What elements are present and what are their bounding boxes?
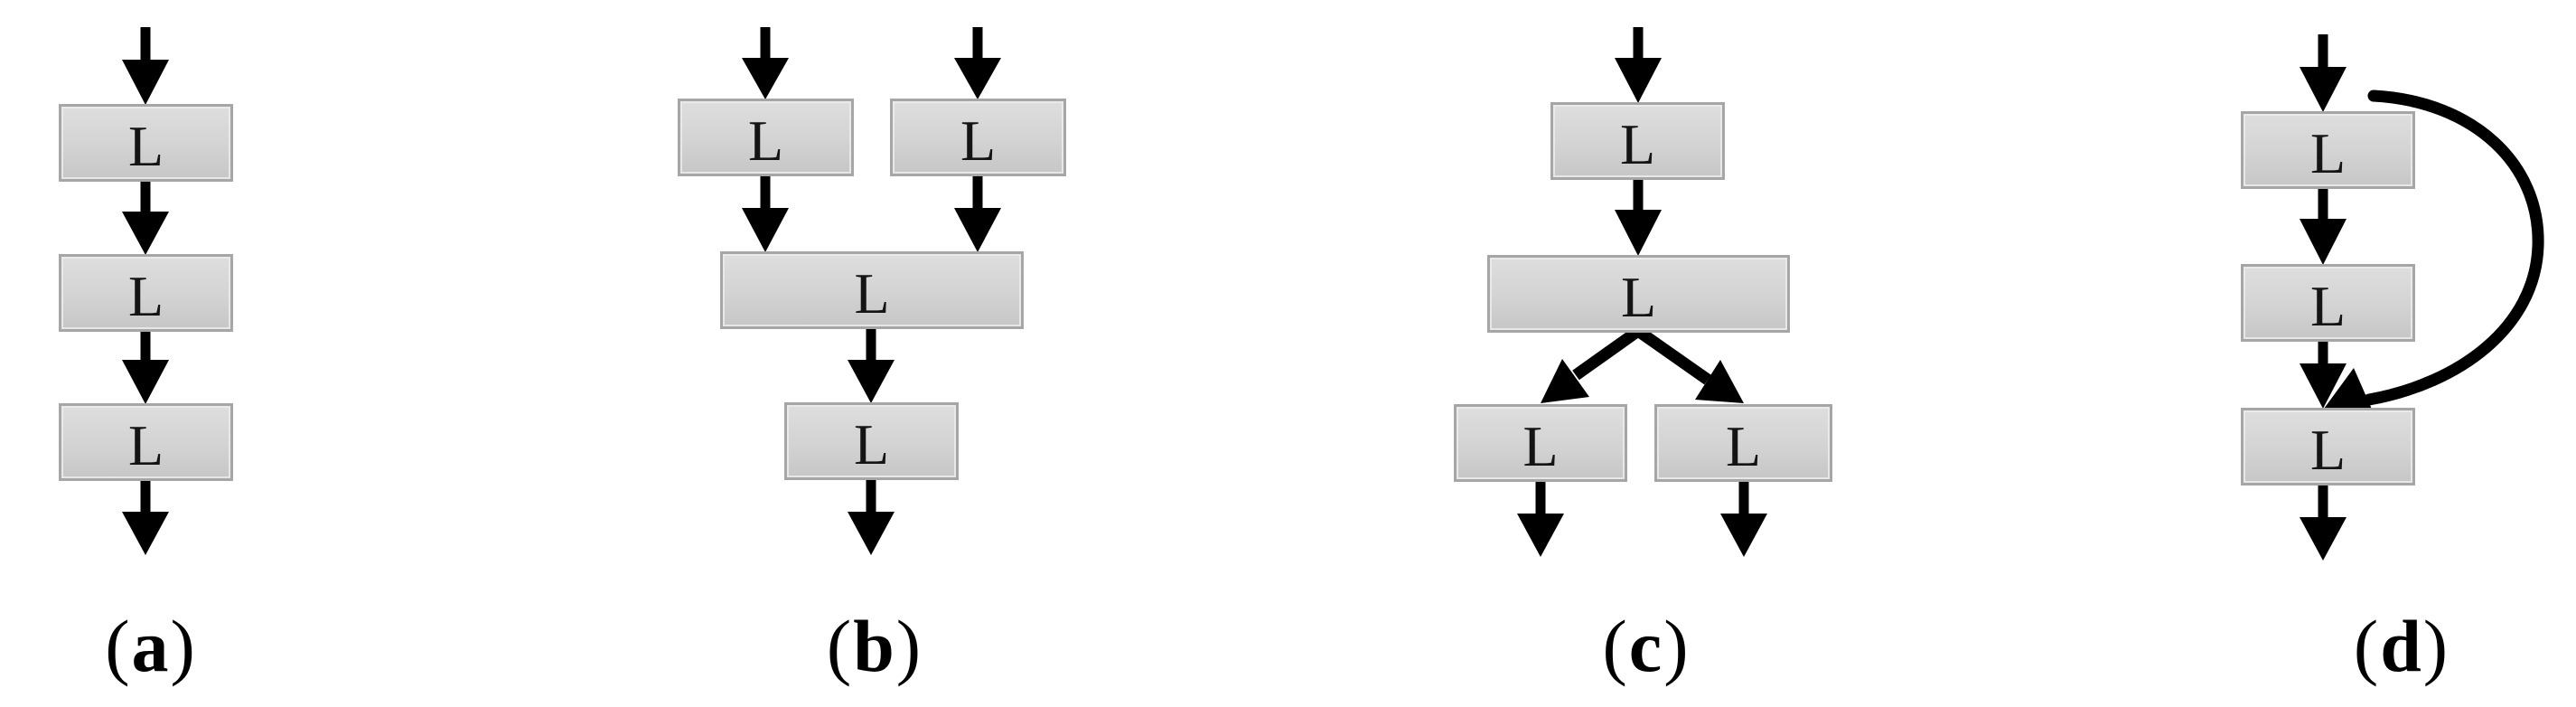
panel-a-caption-letter: a: [131, 605, 171, 687]
panel-b-caption-letter: b: [853, 605, 896, 687]
panel-d-caption-open: (: [2353, 605, 2381, 687]
panel-b-arrow-wide-to-l4-icon: [848, 329, 895, 403]
panel-b-caption-close: ): [895, 605, 923, 687]
panel-a-input-arrow-icon: [122, 27, 169, 105]
panel-d-layer-box-3: L: [2241, 408, 2415, 485]
panel-b-caption: (b): [766, 605, 983, 687]
panel-a-layer-box-2: L: [59, 254, 233, 332]
panel-b-input-arrow-left-icon: [742, 27, 789, 99]
panel-c-caption-close: ): [1663, 605, 1691, 687]
panel-b-caption-open: (: [826, 605, 854, 687]
panel-b-layer-box-bottom: L: [784, 402, 959, 480]
panel-d-caption-close: ): [2422, 605, 2450, 687]
panel-a-caption-close: ): [170, 605, 197, 687]
panel-a-layer-box-1: L: [59, 104, 233, 182]
panel-a-arrow-l1-l2-icon: [122, 182, 169, 255]
panel-c-output-arrow-right-icon: [1720, 482, 1767, 557]
panel-d-output-arrow-icon: [2300, 485, 2347, 561]
panel-b-merge-arrow-right-icon: [954, 176, 1001, 252]
panel-c-caption: (c): [1538, 605, 1755, 687]
panel-c-layer-box-bottom-right: L: [1654, 404, 1832, 482]
panel-a-arrow-l2-l3-icon: [122, 332, 169, 404]
panel-b-output-arrow-icon: [848, 480, 895, 555]
panel-d-caption: (d): [2293, 605, 2510, 687]
panel-c-split-arrow-right-icon: [1635, 325, 1744, 403]
panel-d-skip-connection-arc-icon: [2324, 90, 2544, 413]
panel-c-layer-box-bottom-left: L: [1454, 404, 1627, 482]
panel-a-caption: (a): [42, 605, 259, 687]
panel-d-layer-box-2: L: [2241, 264, 2415, 342]
panel-c-layer-box-top: L: [1550, 102, 1725, 180]
panel-c-layer-box-wide-split: L: [1487, 255, 1790, 333]
panel-d-arrow-l2-l3-icon: [2300, 342, 2347, 409]
panel-c-output-arrow-left-icon: [1517, 482, 1564, 557]
panel-d-layer-box-1: L: [2241, 111, 2415, 189]
panel-a-layer-box-3: L: [59, 403, 233, 481]
panel-d-input-arrow-icon: [2300, 34, 2347, 112]
panel-c-arrow-l1-wide-icon: [1615, 180, 1662, 256]
panel-c-caption-open: (: [1602, 605, 1629, 687]
panel-c-split-arrow-left-icon: [1541, 325, 1642, 403]
panel-b-layer-box-wide-merge: L: [720, 251, 1024, 329]
panel-a-caption-open: (: [105, 605, 132, 687]
panel-b-merge-arrow-left-icon: [742, 176, 789, 252]
panel-c-input-arrow-icon: [1615, 27, 1662, 103]
panel-d-caption-letter: d: [2380, 605, 2423, 687]
panel-a-output-arrow-icon: [122, 481, 169, 555]
panel-b-layer-box-top-left: L: [678, 99, 854, 176]
panel-d-arrow-l1-l2-icon: [2300, 189, 2347, 265]
panel-b-input-arrow-right-icon: [954, 27, 1001, 99]
panel-b-layer-box-top-right: L: [890, 99, 1066, 176]
panel-c-caption-letter: c: [1628, 605, 1664, 687]
